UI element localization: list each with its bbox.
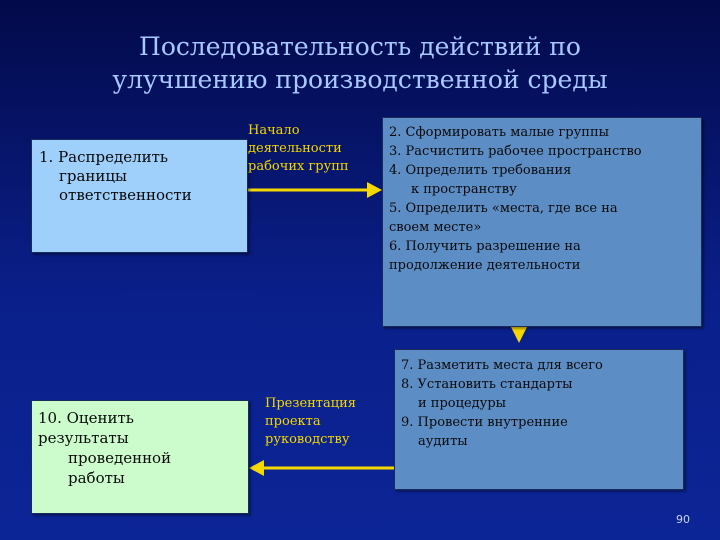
box4-line: работы: [68, 469, 125, 487]
box2-line: продолжение деятельности: [389, 258, 581, 273]
box4-line: результаты: [38, 429, 129, 447]
box2-line: 3. Расчистить рабочее пространство: [389, 144, 642, 159]
box4-line: проведенной: [68, 449, 172, 467]
box3-line: и процедуры: [418, 396, 506, 411]
label-line: руководству: [265, 432, 350, 447]
slide-title-line-1: Последовательность действий по: [139, 32, 581, 61]
label-line: проекта: [265, 414, 321, 429]
box3-line: аудиты: [418, 434, 468, 449]
box2-line: 6. Получить разрешение на: [389, 239, 581, 254]
label-line: Начало: [248, 123, 300, 138]
box4-line: 10. Оценить: [38, 409, 134, 427]
slide-title: Последовательность действий по улучшению…: [0, 30, 720, 96]
box2-line: к пространству: [411, 182, 517, 197]
box1-line: ответственности: [59, 186, 192, 204]
step-box-distribute-responsibility: 1. Распределить границы ответственности: [31, 139, 248, 253]
box2-line: 5. Определить «места, где все на: [389, 201, 618, 216]
arrow-start-to-steps: [248, 182, 382, 198]
box3-line: 7. Разметить места для всего: [401, 358, 603, 373]
label-line: Презентация: [265, 396, 356, 411]
step-box-standards-audits: 7. Разметить места для всего 8. Установи…: [394, 349, 684, 490]
step-box-evaluate-results: 10. Оценить результаты проведенной работ…: [31, 400, 249, 514]
arrow-steps-down: [511, 327, 527, 343]
box1-line: 1. Распределить: [39, 148, 169, 166]
arrow-presentation-to-evaluate: [249, 460, 394, 476]
slide-title-line-2: улучшению производственной среды: [112, 65, 608, 94]
arrow-label-presentation: Презентация проекта руководству: [265, 395, 356, 449]
box2-line: 2. Сформировать малые группы: [389, 125, 609, 140]
box2-line: 4. Определить требования: [389, 163, 572, 178]
box3-line: 8. Установить стандарты: [401, 377, 573, 392]
arrow-label-start-work: Начало деятельности рабочих групп: [248, 122, 349, 176]
step-box-groups-workspace: 2. Сформировать малые группы 3. Расчисти…: [382, 117, 702, 327]
label-line: рабочих групп: [248, 159, 349, 174]
box3-line: 9. Провести внутренние: [401, 415, 568, 430]
box2-line: своем месте»: [389, 220, 482, 235]
box1-line: границы: [59, 167, 127, 185]
page-number: 90: [676, 513, 690, 526]
label-line: деятельности: [248, 141, 342, 156]
